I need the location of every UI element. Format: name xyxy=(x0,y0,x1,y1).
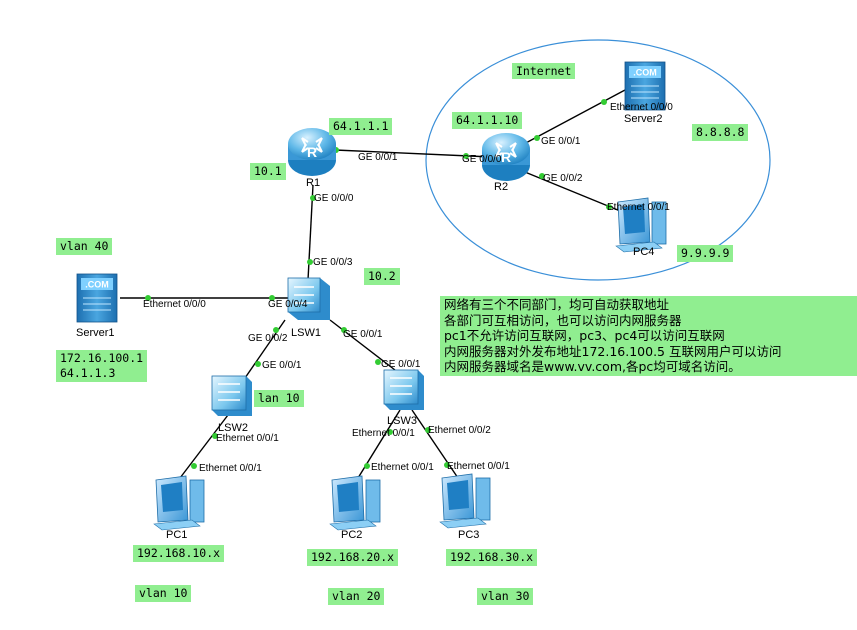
note-server1-ips: 172.16.100.1 64.1.1.3 xyxy=(56,350,148,382)
port-label-r1-to-r2: GE 0/0/1 xyxy=(358,152,398,163)
server-server1[interactable]: .COM xyxy=(76,273,118,323)
router-letter: R xyxy=(307,144,317,160)
port-label-lsw2-up: GE 0/0/1 xyxy=(262,360,302,371)
router-arrows-icon xyxy=(301,137,323,153)
requirement-line: 内网服务器对外发布地址172.16.100.5 互联网用户可以访问 xyxy=(444,343,782,359)
internet-label: Internet xyxy=(512,63,576,79)
port-label-lsw1-up: GE 0/0/3 xyxy=(313,257,353,268)
switch-lsw3[interactable] xyxy=(383,369,424,410)
device-name-pc2: PC2 xyxy=(341,529,362,541)
note-server1-ip2: 64.1.1.3 xyxy=(60,366,116,380)
note-vlan40: vlan 40 xyxy=(56,238,113,255)
port-label-lsw1-to-lsw3: GE 0/0/1 xyxy=(343,329,383,340)
requirements-note: 网络有三个不同部门，均可自动获取地址 各部门可互相访问，也可以访问内网服务器 p… xyxy=(440,296,857,376)
note-lsw2-vlan: lan 10 xyxy=(254,390,304,407)
switch-lsw2[interactable] xyxy=(211,375,252,416)
device-name-server2: Server2 xyxy=(624,113,663,125)
port-label-lsw1-to-lsw2: GE 0/0/2 xyxy=(248,333,288,344)
requirement-line: 内网服务器域名是www.vv.com,各pc均可域名访问。 xyxy=(444,359,741,374)
com-label: .COM xyxy=(633,68,657,78)
port-label-lsw3-up: GE 0/0/1 xyxy=(381,359,421,370)
device-name-server1: Server1 xyxy=(76,327,115,339)
note-vlan10: vlan 10 xyxy=(135,585,192,602)
note-r1-public: 64.1.1.1 xyxy=(329,118,393,135)
link-lsw2-pc1 xyxy=(179,414,229,479)
port-label-pc3-eth: Ethernet 0/0/1 xyxy=(447,461,510,472)
requirement-line: pc1不允许访问互联网，pc3、pc4可以访问互联网 xyxy=(444,328,725,343)
note-server2-ip: 8.8.8.8 xyxy=(692,124,749,141)
port-label-lsw3-to-pc3: Ethernet 0/0/2 xyxy=(428,425,491,436)
device-name-r2: R2 xyxy=(494,181,508,193)
device-name-pc1: PC1 xyxy=(166,529,187,541)
device-name-lsw1: LSW1 xyxy=(291,327,321,339)
router-letter: R xyxy=(501,149,511,165)
switch-arrows-icon xyxy=(218,383,240,401)
port-label-server1-eth: Ethernet 0/0/0 xyxy=(143,299,206,310)
pc-pc1[interactable] xyxy=(153,475,205,531)
link-lsw1-lsw3 xyxy=(329,319,396,371)
pc-pc2[interactable] xyxy=(329,475,381,531)
router-arrows-icon xyxy=(495,142,517,158)
port-label-r1-down: GE 0/0/0 xyxy=(314,193,354,204)
note-pc4-ip: 9.9.9.9 xyxy=(677,245,734,262)
port-label-r2-to-r1: GE 0/0/0 xyxy=(462,154,502,165)
requirement-line: 网络有三个不同部门，均可自动获取地址 xyxy=(444,297,670,312)
requirement-line: 各部门可互相访问，也可以访问内网服务器 xyxy=(444,312,682,328)
device-name-lsw3: LSW3 xyxy=(387,415,417,427)
note-server1-ip1: 172.16.100.1 xyxy=(60,351,144,365)
server-server2[interactable]: .COM xyxy=(624,61,666,111)
port-label-server2-eth: Ethernet 0/0/0 xyxy=(610,102,673,113)
note-lsw1-inside: 10.2 xyxy=(364,268,400,285)
router-r2[interactable]: R xyxy=(482,133,530,181)
note-r1-inside: 10.1 xyxy=(250,163,286,180)
switch-arrows-icon xyxy=(390,377,412,395)
note-r2-public: 64.1.1.10 xyxy=(452,112,523,129)
device-name-lsw2: LSW2 xyxy=(218,422,248,434)
link-r2-server2 xyxy=(521,89,626,146)
device-name-pc4: PC4 xyxy=(633,246,654,258)
router-r1[interactable]: R xyxy=(288,128,336,176)
note-pc3-ip: 192.168.30.x xyxy=(446,549,538,566)
port-label-pc4-eth: Ethernet 0/0/1 xyxy=(607,202,670,213)
port-label-lsw1-to-server1: GE 0/0/4 xyxy=(268,299,308,310)
link-lsw3-pc3 xyxy=(411,409,459,479)
internet-cloud xyxy=(425,39,771,281)
device-name-pc3: PC3 xyxy=(458,529,479,541)
port-label-r2-to-server2: GE 0/0/1 xyxy=(541,136,581,147)
port-label-r2-to-pc4: GE 0/0/2 xyxy=(543,173,583,184)
note-vlan30: vlan 30 xyxy=(477,588,534,605)
port-label-lsw3-to-pc2: Ethernet 0/0/1 xyxy=(352,428,415,439)
note-pc1-ip: 192.168.10.x xyxy=(133,545,225,562)
port-label-pc2-eth: Ethernet 0/0/1 xyxy=(371,462,434,473)
note-vlan20: vlan 20 xyxy=(328,588,385,605)
port-label-lsw2-to-pc1: Ethernet 0/0/1 xyxy=(216,433,279,444)
com-label: .COM xyxy=(85,280,109,290)
pc-pc4[interactable] xyxy=(615,197,667,253)
switch-lsw1[interactable] xyxy=(287,277,330,320)
pc-pc3[interactable] xyxy=(439,473,491,529)
switch-arrows-icon xyxy=(294,286,314,304)
device-name-r1: R1 xyxy=(306,177,320,189)
port-label-pc1-eth: Ethernet 0/0/1 xyxy=(199,463,262,474)
note-pc2-ip: 192.168.20.x xyxy=(307,549,399,566)
